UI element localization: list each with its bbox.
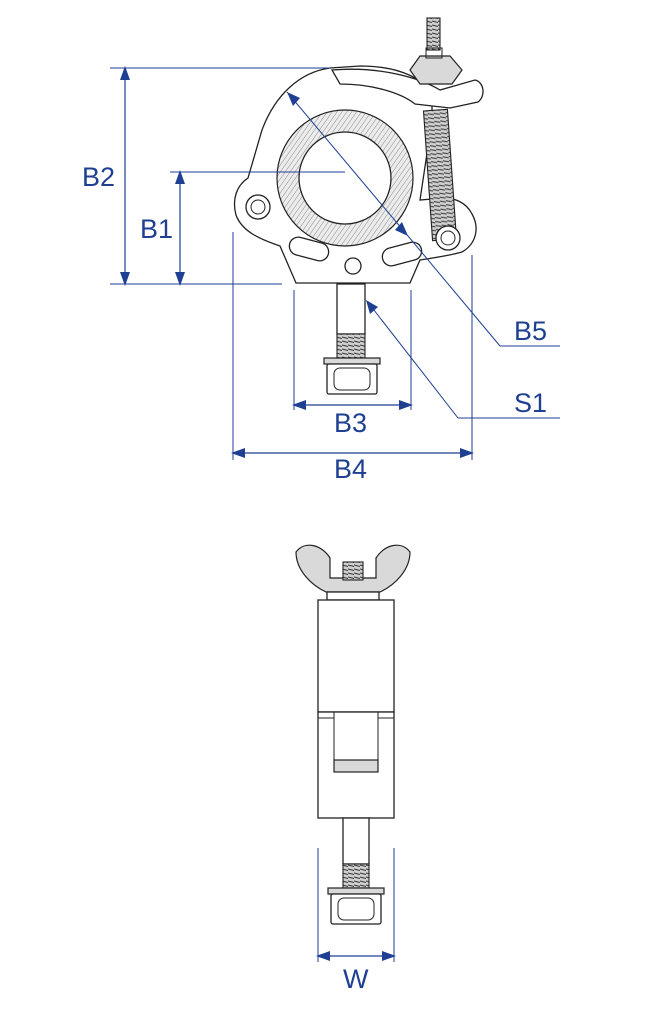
wing-nut-top (409, 17, 463, 85)
side-bolt-shank (342, 817, 370, 865)
side-body-upper (317, 599, 395, 713)
pivot-left (245, 194, 271, 220)
label-s1: S1 (514, 388, 547, 418)
label-b2: B2 (82, 162, 115, 192)
bolt-washer (323, 357, 381, 365)
slot-right (381, 241, 423, 267)
dimension-b3: B3 (292, 400, 413, 438)
label-b1: B1 (140, 214, 173, 244)
label-b5: B5 (514, 316, 547, 346)
extension-lines-front (110, 67, 560, 460)
dimension-b1: B1 (140, 170, 185, 286)
dimension-s1: S1 (366, 300, 547, 418)
bolt-thread (336, 333, 366, 359)
dimension-b4: B4 (231, 448, 474, 484)
tube-ring-inner (298, 131, 392, 225)
dimension-b2: B2 (82, 66, 130, 286)
side-cap (326, 591, 380, 601)
bolt-nut (326, 363, 378, 395)
side-view (295, 544, 411, 925)
dimension-w: W (316, 848, 396, 994)
slot-left (288, 236, 330, 262)
side-bolt-nut (330, 893, 382, 925)
front-view (233, 17, 484, 395)
dimension-b5: B5 (287, 92, 547, 346)
bolt-shank (336, 283, 366, 335)
side-bolt-washer (327, 887, 385, 895)
center-hole (344, 257, 362, 275)
wing-nut-side (295, 544, 411, 593)
label-b4: B4 (334, 454, 367, 484)
label-b3: B3 (334, 408, 367, 438)
clamp-lever (330, 68, 484, 109)
wing-nut-thread (342, 561, 364, 581)
label-w: W (343, 964, 369, 994)
side-bolt-thread (342, 863, 370, 889)
pivot-right (435, 225, 461, 251)
